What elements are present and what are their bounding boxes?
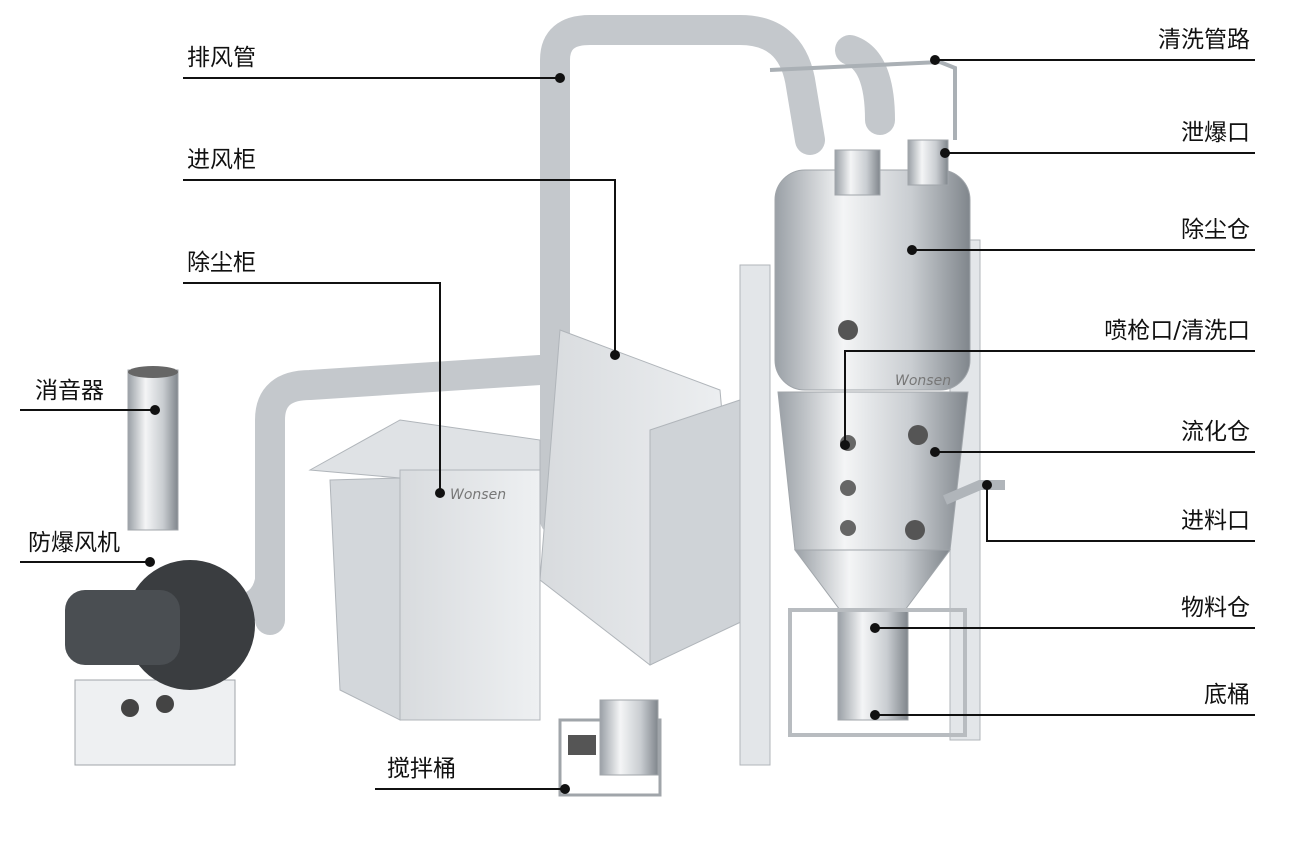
label-spray-gun-port: 喷枪口/清洗口 <box>1104 318 1250 344</box>
label-silencer: 消音器 <box>35 378 104 404</box>
dust-removal-cabinet-shape <box>308 419 541 721</box>
tower-logo: Wonsen <box>895 373 951 389</box>
label-exhaust-pipe: 排风管 <box>187 45 256 71</box>
label-cleaning-pipeline: 清洗管路 <box>1158 27 1250 53</box>
tower-shape: Wonsen <box>739 139 1005 766</box>
label-feed-port: 进料口 <box>1181 508 1250 534</box>
label-bottom-bucket: 底桶 <box>1204 682 1250 708</box>
label-fluidizing-chamber: 流化仓 <box>1181 419 1250 445</box>
mixing-bucket-shape <box>558 699 662 797</box>
cleaning-pipe <box>769 59 957 140</box>
leader-lines <box>20 59 1255 790</box>
label-mixing-bucket: 搅拌桶 <box>387 756 456 782</box>
label-explosion-vent: 泄爆口 <box>1181 120 1250 146</box>
cabinet-logo: Wonsen <box>450 487 506 503</box>
fan-shape <box>65 560 255 766</box>
silencer-shape <box>127 366 179 531</box>
label-air-inlet-cabinet: 进风柜 <box>187 147 256 173</box>
leader-dots <box>145 55 992 794</box>
label-material-chamber: 物料仓 <box>1181 595 1250 621</box>
label-dust-removal-cabinet: 除尘柜 <box>187 250 256 276</box>
label-dust-chamber: 除尘仓 <box>1181 217 1250 243</box>
air-inlet-cabinet-shape <box>539 329 746 666</box>
label-explosion-proof-fan: 防爆风机 <box>28 530 120 556</box>
